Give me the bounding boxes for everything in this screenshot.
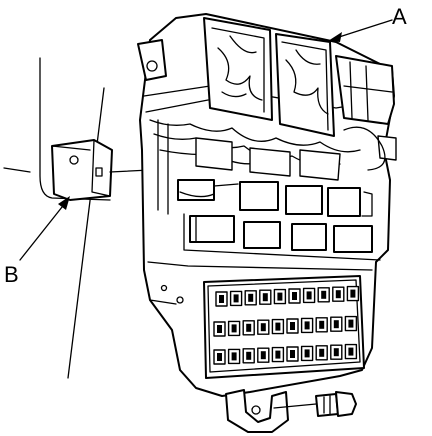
fuse-slot-opening bbox=[290, 350, 295, 358]
fuse-slot-opening bbox=[275, 350, 281, 359]
fuse-slot-opening bbox=[348, 347, 354, 356]
fuse-slot-opening bbox=[350, 289, 356, 298]
fuse-slot-opening bbox=[233, 294, 239, 303]
body-panel bbox=[3, 57, 111, 379]
fuse-slot-opening bbox=[333, 320, 339, 329]
fuse-slot-opening bbox=[260, 351, 266, 360]
fuse-slot-opening bbox=[246, 351, 252, 360]
fuse-slot-opening bbox=[304, 321, 310, 330]
callout-b-label: B bbox=[4, 262, 19, 287]
fuse-slot-opening bbox=[231, 324, 237, 333]
fuse-slot-opening bbox=[246, 323, 252, 332]
fuse-slot-opening bbox=[217, 325, 222, 333]
fuse-slot-opening bbox=[275, 322, 281, 331]
fuse-slot-opening bbox=[306, 291, 312, 300]
fuse-slot-opening bbox=[348, 319, 354, 328]
mounting-bracket bbox=[51, 139, 191, 201]
fuse-slot-opening bbox=[319, 348, 325, 357]
fuse-slot-opening bbox=[321, 290, 327, 299]
mounting-bolt bbox=[273, 391, 357, 417]
callout-a-label: A bbox=[392, 4, 407, 29]
callout-b: B bbox=[4, 196, 70, 287]
fuse-slot-opening bbox=[290, 322, 295, 330]
fuse-slots bbox=[213, 285, 360, 365]
fuse-slot-opening bbox=[217, 353, 222, 361]
fuse-slot-opening bbox=[335, 290, 341, 299]
fuse-slot-opening bbox=[304, 349, 310, 358]
fuse-slot-opening bbox=[248, 293, 254, 302]
callout-a: A bbox=[328, 4, 407, 42]
fuse-slot-opening bbox=[319, 320, 325, 329]
fuse-slot-opening bbox=[231, 352, 237, 361]
fuse-slot-opening bbox=[277, 292, 283, 301]
fuse-box-housing bbox=[137, 13, 397, 397]
fuse-slot-opening bbox=[262, 293, 268, 302]
bottom-bracket bbox=[225, 389, 289, 433]
fuse-slot-opening bbox=[219, 295, 224, 303]
fuse-slot-opening bbox=[333, 348, 339, 357]
fuse-slot-opening bbox=[260, 323, 266, 332]
fuse-slot-opening bbox=[292, 292, 297, 300]
